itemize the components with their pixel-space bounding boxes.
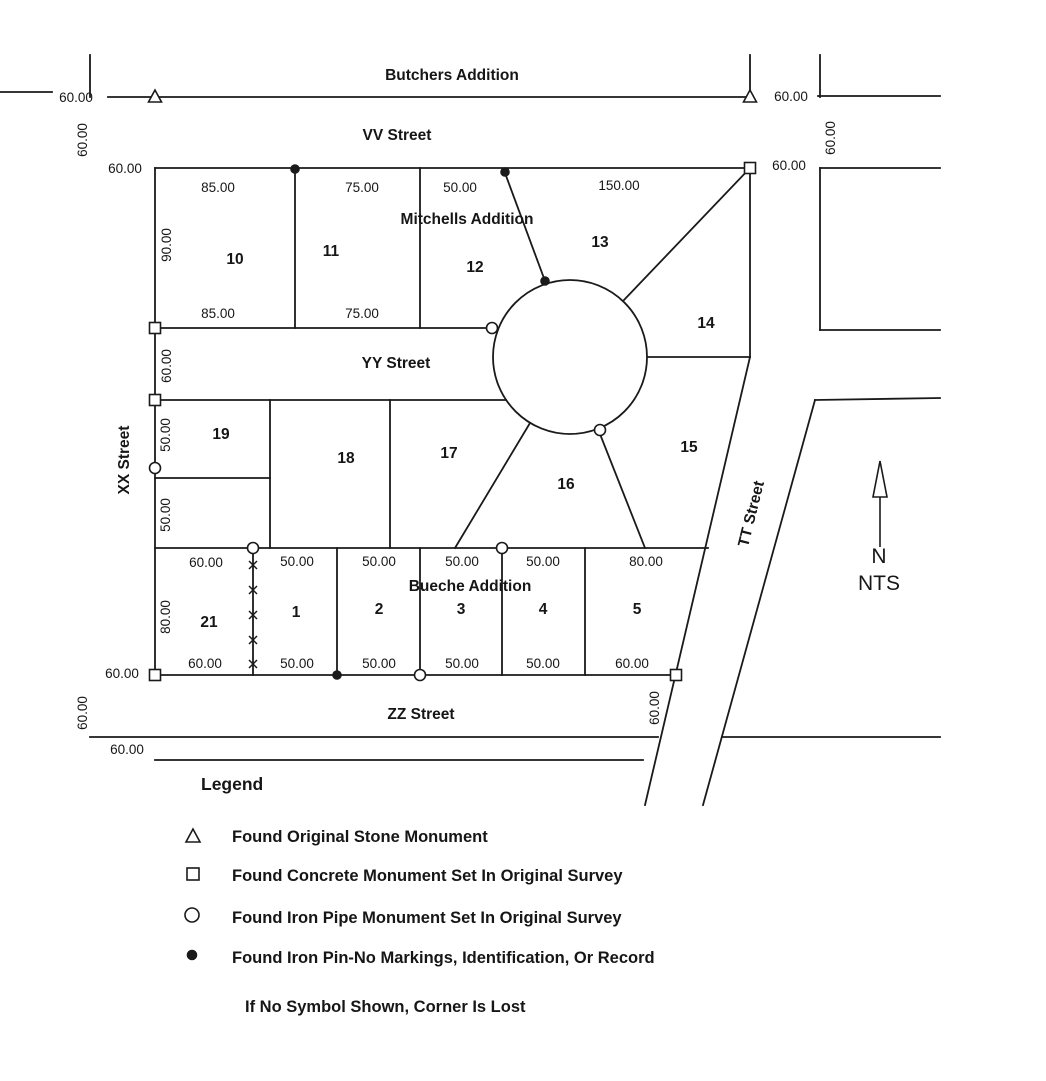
iron-pipe-monument-icon — [593, 423, 607, 437]
lot-2-label: 2 — [375, 601, 384, 618]
dim-lot1-front: 50.00 — [280, 554, 314, 569]
monument-symbols — [147, 88, 758, 682]
dim-lot2-rear: 50.00 — [362, 656, 396, 671]
dim-zz-width-west: 60.00 — [75, 696, 90, 730]
iron-pipe-monument-icon — [485, 321, 499, 335]
concrete-monument-icon — [669, 668, 683, 682]
dim-yy-width: 60.00 — [159, 349, 174, 383]
cul-de-sac-circle — [492, 279, 648, 435]
lot-14-label: 14 — [697, 315, 715, 332]
lot-21-label: 21 — [200, 614, 218, 631]
dim-lot5-rear: 60.00 — [615, 656, 649, 671]
lot-16-label: 16 — [557, 476, 575, 493]
label-yy-street: YY Street — [362, 355, 431, 372]
legend-item-pin-label: Found Iron Pin-No Markings, Identificati… — [232, 949, 655, 967]
label-butchers-addition: Butchers Addition — [385, 67, 519, 84]
dim-lot10-depth: 90.00 — [159, 228, 174, 262]
north-label: N — [871, 545, 886, 568]
dim-lot19-depth: 50.00 — [158, 418, 173, 452]
lot-13-label: 13 — [591, 234, 609, 251]
dim-lot11-front: 75.00 — [345, 180, 379, 195]
dim-lot1-rear: 50.00 — [280, 656, 314, 671]
lot-18-label: 18 — [337, 450, 355, 467]
label-zz-street: ZZ Street — [387, 706, 454, 723]
legend-concrete-monument-icon — [186, 867, 200, 881]
dim-xx-width-zz: 60.00 — [105, 666, 139, 681]
lot-19-label: 19 — [212, 426, 230, 443]
dim-lot2-front: 50.00 — [362, 554, 396, 569]
dim-lot21-rear: 60.00 — [188, 656, 222, 671]
dim-lot21-depth: 80.00 — [158, 600, 173, 634]
dim-lot4-front: 50.00 — [526, 554, 560, 569]
dim-tt-width-top: 60.00 — [774, 89, 808, 104]
dim-lot4-rear: 50.00 — [526, 656, 560, 671]
dim-vv-width-west: 60.00 — [75, 123, 90, 157]
dim-lot5-front: 80.00 — [629, 554, 663, 569]
iron-pipe-monument-icon — [495, 541, 509, 555]
dim-lot3-front: 50.00 — [445, 554, 479, 569]
legend-item-concrete-label: Found Concrete Monument Set In Original … — [232, 867, 623, 885]
lot-12-label: 12 — [466, 259, 483, 276]
lot-5-label: 5 — [633, 601, 642, 618]
iron-pin-icon — [540, 276, 550, 286]
dim-lot21-front: 60.00 — [189, 555, 223, 570]
concrete-monument-icon — [743, 161, 757, 175]
fence-line-marks — [248, 560, 258, 669]
dim-lot10-rear: 85.00 — [201, 306, 235, 321]
legend-title: Legend — [201, 774, 263, 794]
iron-pin-icon — [332, 670, 342, 680]
legend-symbols — [184, 827, 202, 961]
lot-15-label: 15 — [680, 439, 698, 456]
dim-xx-width-top: 60.00 — [59, 90, 93, 105]
label-tt-street: TT Street — [735, 479, 768, 548]
concrete-monument-icon — [148, 668, 162, 682]
iron-pin-icon — [290, 164, 300, 174]
label-vv-street: VV Street — [363, 127, 432, 144]
iron-pipe-monument-icon — [148, 461, 162, 475]
label-xx-street: XX Street — [116, 426, 133, 495]
label-bueche-addition: Bueche Addition — [409, 578, 532, 595]
dim-lot10-front: 85.00 — [201, 180, 235, 195]
concrete-monument-icon — [148, 393, 162, 407]
legend-note: If No Symbol Shown, Corner Is Lost — [245, 998, 526, 1016]
concrete-monument-icon — [148, 321, 162, 335]
lot-4-label: 4 — [539, 601, 548, 618]
legend-iron-pipe-icon — [184, 907, 200, 923]
iron-pipe-monument-icon — [246, 541, 260, 555]
dim-vv-width-east: 60.00 — [823, 121, 838, 155]
label-mitchells-addition: Mitchells Addition — [401, 211, 534, 228]
stone-monument-icon — [742, 88, 758, 103]
dim-lot13-front: 150.00 — [598, 178, 639, 193]
lot-1-label: 1 — [292, 604, 301, 621]
lot-10-label: 10 — [226, 251, 243, 268]
dim-lot12-front: 50.00 — [443, 180, 477, 195]
legend-iron-pin-icon — [186, 949, 198, 961]
iron-pipe-monument-icon — [413, 668, 427, 682]
dim-tt-width-vv: 60.00 — [772, 158, 806, 173]
dim-zz-width-east: 60.00 — [647, 691, 662, 725]
legend-item-pipe-label: Found Iron Pipe Monument Set In Original… — [232, 909, 622, 927]
lot-11-label: 11 — [323, 243, 340, 260]
iron-pin-icon — [500, 167, 510, 177]
lot-3-label: 3 — [457, 601, 466, 618]
lot-17-label: 17 — [440, 445, 457, 462]
dim-xx-width-vv: 60.00 — [108, 161, 142, 176]
dim-xx-width-south: 60.00 — [110, 742, 144, 757]
north-arrow-icon — [872, 460, 888, 547]
legend-item-stone-label: Found Original Stone Monument — [232, 828, 488, 846]
dim-lot3-rear: 50.00 — [445, 656, 479, 671]
dim-lot20-depth: 50.00 — [158, 498, 173, 532]
dim-lot11-rear: 75.00 — [345, 306, 379, 321]
stone-monument-icon — [147, 88, 163, 103]
legend-stone-monument-icon — [184, 827, 202, 843]
north-scale-label: NTS — [858, 572, 900, 595]
